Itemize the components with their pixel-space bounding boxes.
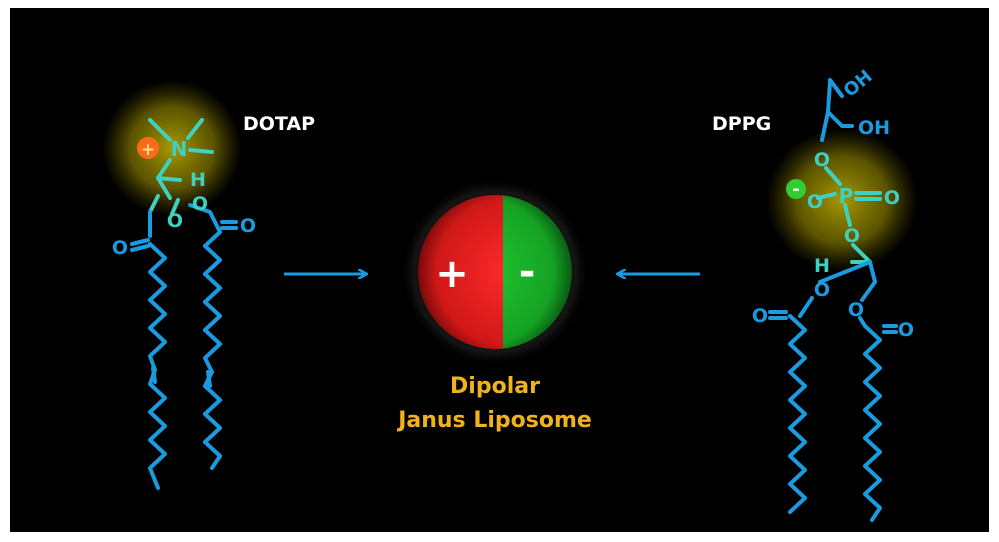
dppg-negative-badge <box>786 179 806 199</box>
caption-line-2: Janus Liposome <box>396 408 592 433</box>
dppg-atom-o-left: O <box>807 191 823 213</box>
dotap-atom-o3: O <box>112 237 128 259</box>
dppg-atom-oh2: OH <box>858 117 890 139</box>
liposome-negative-half <box>503 195 572 349</box>
dotap-headgroup-glow <box>102 80 242 216</box>
dppg-atom-o-top: O <box>814 149 830 171</box>
dppg-phosphate-bonds <box>816 166 882 264</box>
dppg-headgroup-glow <box>766 128 918 272</box>
dppg-atom-h: H <box>814 255 830 277</box>
dppg-atom-o-carbonyl2: O <box>898 319 914 341</box>
dotap-tail-bonds <box>130 203 238 490</box>
dotap-atom-o4: O <box>240 215 256 237</box>
dppg-charge-label: - <box>792 179 799 200</box>
dotap-headgroup-bonds <box>148 118 214 216</box>
liposome-positive-half <box>418 195 503 349</box>
dppg-atom-o-ester1: O <box>814 279 830 301</box>
dppg-atom-p: P <box>839 184 854 208</box>
dotap-atom-o2: O <box>192 193 208 215</box>
dotap-label: DOTAP <box>243 113 315 135</box>
dppg-atom-o-ester2: O <box>848 299 864 321</box>
dotap-atom-h: H <box>190 169 206 191</box>
dotap-molecule: + N H O O O O <box>102 80 256 490</box>
dppg-molecule: - OH OH O O P O O H O O O O <box>752 66 918 522</box>
dppg-atom-o-bottom: O <box>844 225 860 247</box>
dppg-atom-oh1: OH <box>840 66 877 102</box>
liposome-negative-sign: - <box>519 249 536 295</box>
dppg-atom-o-carbonyl1: O <box>752 305 768 327</box>
dppg-glycerol-bonds <box>820 78 854 142</box>
dppg-label: DPPG <box>712 113 771 135</box>
dotap-atom-o1: O <box>167 210 183 232</box>
janus-liposome: + - <box>400 177 590 367</box>
caption-line-1: Dipolar <box>450 374 540 399</box>
dotap-charge-label: + <box>141 140 155 160</box>
dppg-atom-o-double: O <box>884 187 900 209</box>
dotap-positive-badge <box>137 137 159 159</box>
liposome-positive-sign: + <box>435 251 469 297</box>
dotap-atom-n: N <box>171 137 188 161</box>
dppg-tail-bonds <box>768 260 898 522</box>
